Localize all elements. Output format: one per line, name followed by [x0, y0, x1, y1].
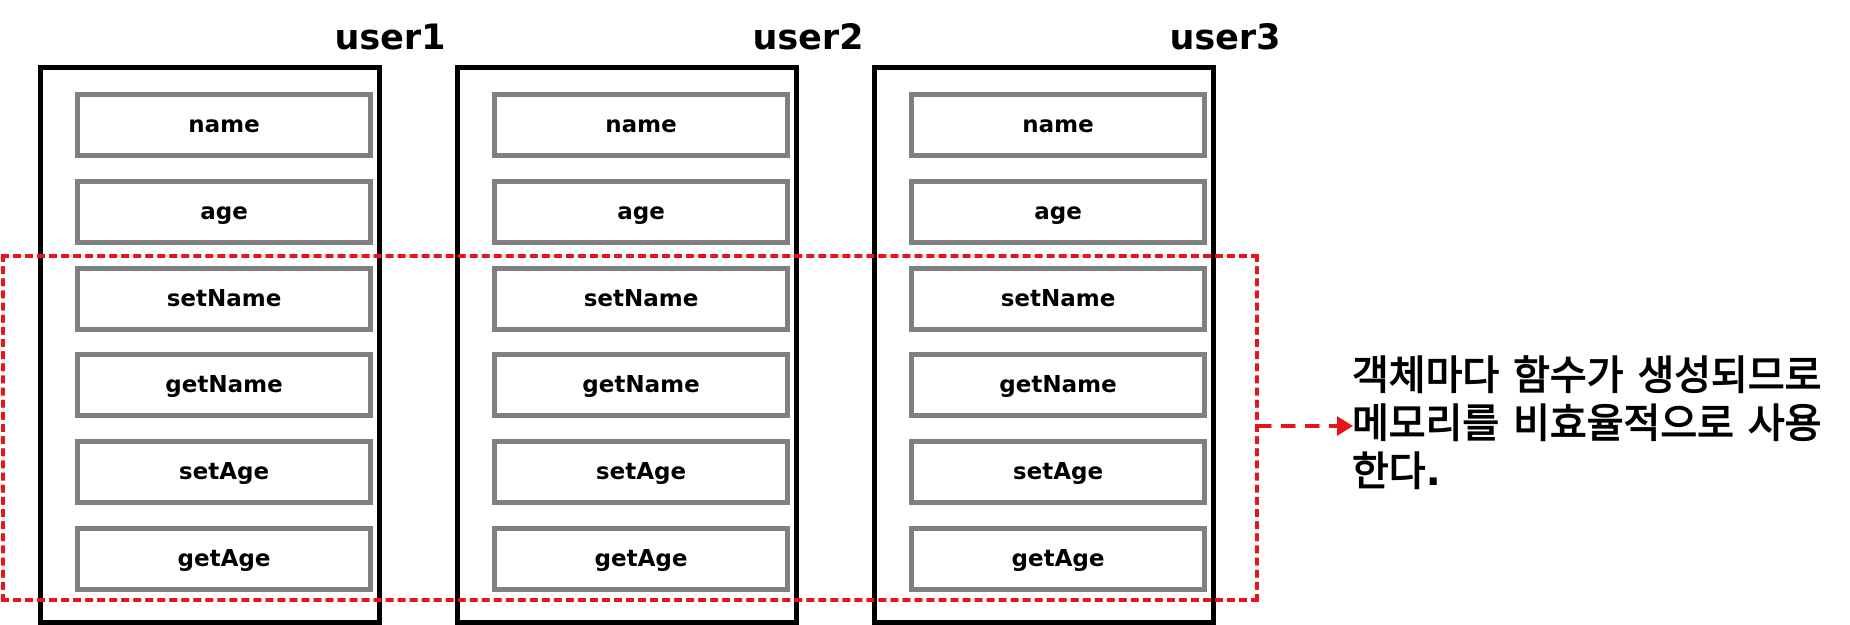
- user2-method-getage: getAge: [492, 526, 790, 592]
- user2-object-box: name age setName getName setAge getAge: [455, 65, 799, 625]
- user3-object-box: name age setName getName setAge getAge: [872, 65, 1216, 625]
- user2-field-name: name: [492, 92, 790, 158]
- user3-field-name: name: [909, 92, 1207, 158]
- user3-method-setname: setName: [909, 266, 1207, 332]
- user1-field-name: name: [75, 92, 373, 158]
- memory-inefficiency-note: 객체마다 함수가 생성되므로 메모리를 비효율적으로 사용 한다.: [1352, 353, 1822, 495]
- user1-method-getage: getAge: [75, 526, 373, 592]
- user2-method-getname: getName: [492, 352, 790, 418]
- dashed-arrow-line: [1257, 424, 1339, 428]
- user1-field-age: age: [75, 179, 373, 245]
- user3-method-setage: setAge: [909, 439, 1207, 505]
- user2-method-setname: setName: [492, 266, 790, 332]
- user3-method-getage: getAge: [909, 526, 1207, 592]
- user1-title: user1: [334, 18, 446, 58]
- user3-field-age: age: [909, 179, 1207, 245]
- user3-method-getname: getName: [909, 352, 1207, 418]
- user2-field-age: age: [492, 179, 790, 245]
- user1-method-setage: setAge: [75, 439, 373, 505]
- user1-method-setname: setName: [75, 266, 373, 332]
- user3-title: user3: [1169, 18, 1281, 58]
- user2-method-setage: setAge: [492, 439, 790, 505]
- user1-object-box: name age setName getName setAge getAge: [38, 65, 382, 625]
- arrow-head-icon: [1337, 416, 1353, 436]
- user1-method-getname: getName: [75, 352, 373, 418]
- user2-title: user2: [752, 18, 864, 58]
